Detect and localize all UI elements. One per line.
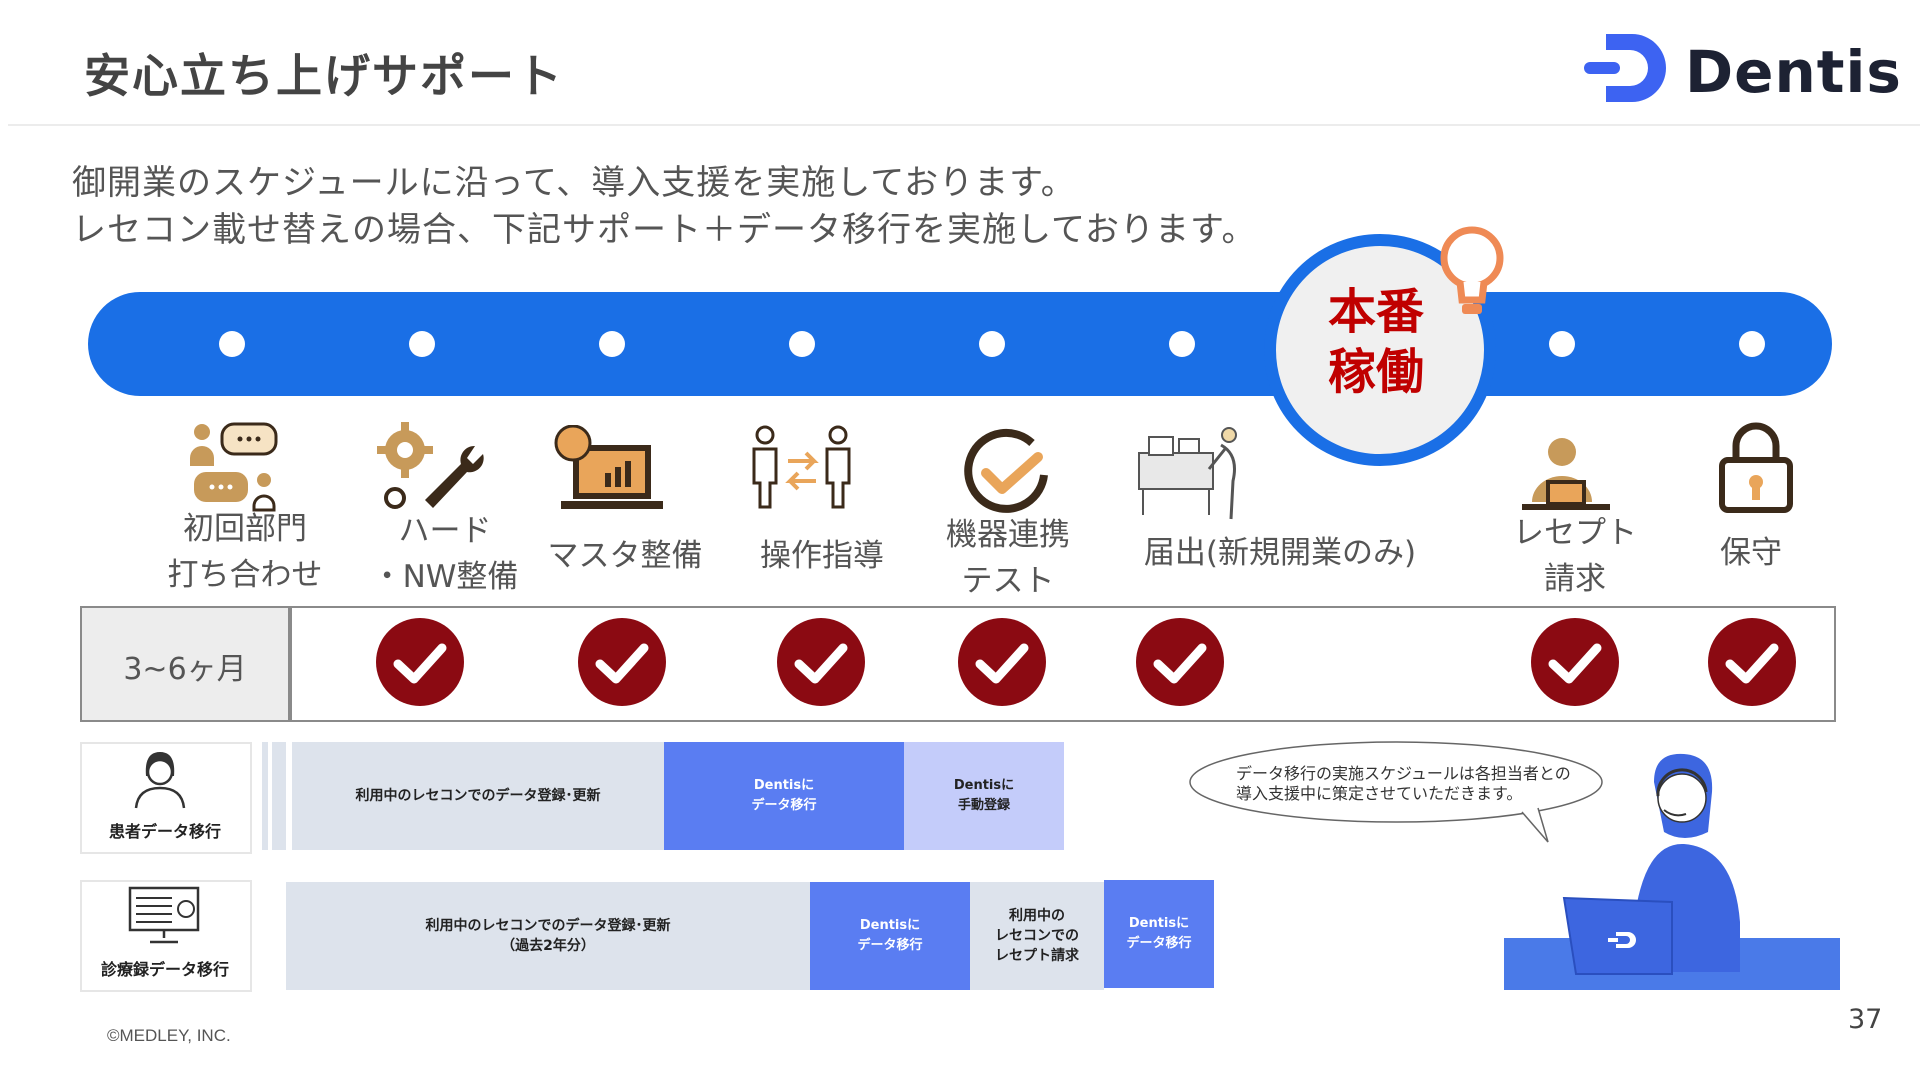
- patient-person-icon: [134, 752, 186, 809]
- check-mark-icon: [1136, 618, 1224, 706]
- monitor-record-icon: [128, 886, 200, 944]
- segment-text: Dentisにデータ移行: [751, 778, 817, 813]
- record-segment-receipt: 利用中のレセコンでのレセプト請求: [970, 882, 1104, 990]
- step-label-training: 操作指導: [760, 538, 884, 574]
- patient-migration-label: 患者データ移行: [108, 822, 221, 841]
- bubble-text: データ移行の実施スケジュールは各担当者との 導入支援中に策定させていただきます。: [1236, 764, 1596, 804]
- golive-label: 本番 稼働: [1268, 282, 1484, 402]
- timeline-dot: [1549, 331, 1575, 357]
- divider-bar: [262, 742, 268, 850]
- timeline-dot: [1169, 331, 1195, 357]
- patient-segment-current: 利用中のレセコンでのデータ登録･更新: [292, 742, 664, 850]
- segment-text: 利用中のレセコンでのレセプト請求: [995, 908, 1079, 964]
- copyright: ©MEDLEY, INC.: [107, 1026, 231, 1045]
- step-label-device-test: 機器連携 テスト: [913, 512, 1103, 604]
- intro-line-2: レセコン載せ替えの場合、下記サポート＋データ移行を実施しております。: [72, 210, 1257, 250]
- people-exchange-icon: [752, 425, 851, 509]
- timeline-dot: [599, 331, 625, 357]
- check-mark-icon: [777, 618, 865, 706]
- step-label-line: テスト: [961, 563, 1055, 599]
- bubble-text-line: 導入支援中に策定させていただきます。: [1236, 784, 1523, 803]
- segment-text: Dentisにデータ移行: [857, 918, 923, 953]
- record-migration-label: 診療録データ移行: [100, 960, 229, 979]
- speech-bubble: [1189, 741, 1603, 843]
- period-label: 3~6ヶ月: [123, 652, 247, 687]
- lightbulb-icon: [1440, 226, 1504, 314]
- segment-text: Dentisに手動登録: [953, 778, 1015, 813]
- patient-segment-manual: Dentisに手動登録: [904, 742, 1064, 850]
- step-label-hardware: ハード ・NW整備: [350, 508, 540, 600]
- segment-text: Dentisにデータ移行: [1126, 916, 1192, 951]
- record-segment-migrate-final: Dentisにデータ移行: [1104, 880, 1214, 988]
- step-label-line: 打ち合わせ: [167, 557, 323, 593]
- step-label-line: 初回部門: [183, 511, 307, 547]
- header-divider: [8, 124, 1920, 126]
- step-label-initial-meeting: 初回部門 打ち合わせ: [150, 506, 340, 598]
- dentis-logo-mark-icon: [1606, 34, 1666, 102]
- step-label-master: マスタ整備: [547, 538, 703, 574]
- check-mark-icon: [958, 618, 1046, 706]
- period-box: [80, 606, 290, 722]
- record-segment-migrate: Dentisにデータ移行: [810, 882, 970, 990]
- step-label-line: レセプト: [1513, 515, 1637, 551]
- step-label-line: ・NW整備: [371, 559, 519, 595]
- check-mark-icon: [1708, 618, 1796, 706]
- page-number: 37: [1848, 1004, 1883, 1035]
- golive-line-2: 稼働: [1327, 344, 1424, 400]
- check-circle-icon: [964, 428, 1048, 513]
- page-title: 安心立ち上げサポート: [84, 49, 564, 103]
- gear-wrench-icon: [377, 422, 484, 509]
- intro-line-1: 御開業のスケジュールに沿って、導入支援を実施しております。: [72, 163, 1076, 203]
- check-mark-icon: [578, 618, 666, 706]
- segment-text: 利用中のレセコンでのデータ登録･更新（過去2年分）: [425, 918, 671, 954]
- support-operator-illustration: [1504, 753, 1840, 990]
- step-label-maintenance: 保守: [1720, 535, 1782, 571]
- divider-bar: [272, 742, 286, 850]
- person-laptop-icon: [1522, 438, 1610, 510]
- step-label-line: 請求: [1544, 561, 1606, 597]
- dentis-logo: [1584, 34, 1666, 102]
- timeline-bar: [88, 292, 1832, 396]
- timeline-dot: [1739, 331, 1765, 357]
- step-label-line: ハード: [398, 513, 492, 549]
- step-label-receipt: レセプト 請求: [1480, 510, 1670, 602]
- step-label-line: 機器連携: [946, 517, 1070, 553]
- timeline-dot: [789, 331, 815, 357]
- check-mark-icon: [1531, 618, 1619, 706]
- laptop-chart-icon: [554, 425, 663, 509]
- bubble-text-line: データ移行の実施スケジュールは各担当者との: [1236, 764, 1571, 783]
- logo-text: Dentis: [1685, 38, 1902, 106]
- padlock-icon: [1719, 422, 1793, 513]
- office-worker-icon: [1138, 427, 1237, 520]
- golive-line-1: 本番: [1327, 284, 1424, 340]
- step-label-notification: 届出(新規開業のみ): [1143, 535, 1417, 571]
- timeline-dot: [409, 331, 435, 357]
- timeline-dot: [219, 331, 245, 357]
- check-mark-icon: [376, 618, 464, 706]
- timeline-dot: [979, 331, 1005, 357]
- record-segment-current: 利用中のレセコンでのデータ登録･更新（過去2年分）: [286, 882, 810, 990]
- laptop-logo-icon: [1616, 932, 1636, 948]
- meeting-chat-icon: [190, 422, 278, 512]
- patient-segment-migrate: Dentisにデータ移行: [664, 742, 904, 850]
